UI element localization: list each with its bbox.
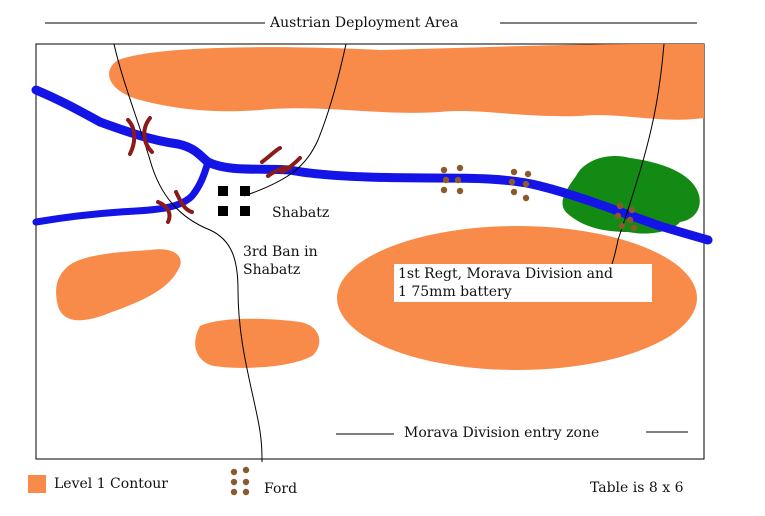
unit-ban-line2: Shabatz [243, 262, 301, 278]
legend-ford-label: Ford [264, 481, 298, 497]
river-branch [32, 158, 212, 226]
legend-contour-swatch [28, 475, 46, 493]
pointer-regt [611, 43, 665, 265]
hill-north [109, 44, 704, 120]
legend-table-size: Table is 8 x 6 [590, 480, 684, 496]
legend-ford-symbol [230, 466, 250, 496]
bridge-2 [156, 190, 194, 224]
legend-contour-label: Level 1 Contour [54, 476, 168, 492]
town-label: Shabatz [272, 205, 330, 221]
map-title: Austrian Deployment Area [270, 15, 459, 31]
pointer-lines [113, 43, 688, 463]
table-border [35, 43, 705, 460]
ford-1 [440, 164, 464, 195]
unit-regt-label: 1st Regt, Morava Division and 1 75mm bat… [394, 264, 652, 302]
title-box: Austrian Deployment Area [266, 12, 463, 32]
fords [230, 164, 638, 496]
bridge-1 [126, 116, 154, 156]
hill-south [195, 318, 320, 368]
town-shabatz [218, 186, 250, 216]
entry-zone-label: Morava Division entry zone [404, 425, 600, 441]
unit-regt-line2: 1 75mm battery [398, 284, 512, 300]
woods [562, 156, 700, 234]
ford-3 [614, 202, 638, 232]
river-main [31, 85, 713, 245]
hill-west [56, 249, 181, 321]
bridge-3 [260, 146, 302, 178]
ford-2 [508, 168, 532, 202]
pointer-shabatz [243, 43, 347, 197]
unit-ban-line1: 3rd Ban in [243, 244, 318, 260]
road-west [113, 43, 263, 463]
bridges [126, 116, 302, 224]
unit-regt-line1: 1st Regt, Morava Division and [398, 266, 613, 282]
unit-ban-label: 3rd Ban in Shabatz [240, 242, 321, 280]
